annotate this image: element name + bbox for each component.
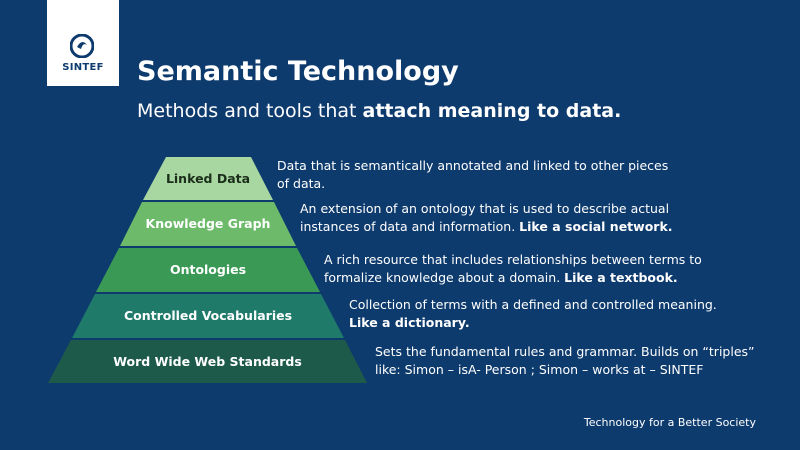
pyramid-level-description: Collection of terms with a defined and c… xyxy=(349,296,749,332)
page-subtitle: Methods and tools that attach meaning to… xyxy=(137,100,621,122)
description-text: Sets the fundamental rules and grammar. … xyxy=(375,344,755,377)
pyramid-level-description: Sets the fundamental rules and grammar. … xyxy=(375,343,775,379)
pyramid-level-5 xyxy=(48,340,367,383)
logo-brand-text: SINTEF xyxy=(62,62,104,73)
pyramid-level-label: Knowledge Graph xyxy=(145,216,271,231)
footer-tagline: Technology for a Better Society xyxy=(583,416,756,429)
description-analogy: Like a social network. xyxy=(519,219,673,234)
description-analogy: Like a textbook. xyxy=(564,270,678,285)
pyramid-level-label: Controlled Vocabularies xyxy=(123,308,293,323)
pyramid-level-description: Data that is semantically annotated and … xyxy=(277,157,677,193)
subtitle-plain: Methods and tools that xyxy=(137,100,363,122)
pyramid-level-4 xyxy=(72,294,344,338)
description-text: A rich resource that includes relationsh… xyxy=(324,252,702,285)
description-text: Data that is semantically annotated and … xyxy=(277,158,669,191)
description-text: Collection of terms with a defined and c… xyxy=(349,297,717,312)
pyramid-level-label: Linked Data xyxy=(165,170,251,186)
pyramid-level-label: Ontologies xyxy=(169,262,247,277)
pyramid-level-1 xyxy=(143,157,273,200)
pyramid-level-description: A rich resource that includes relationsh… xyxy=(324,251,724,287)
pyramid-level-description: An extension of an ontology that is used… xyxy=(300,200,700,236)
subtitle-bold: attach meaning to data. xyxy=(362,100,622,122)
pyramid-level-label: Word Wide Web Standards xyxy=(113,353,302,369)
pyramid-level-3 xyxy=(96,248,320,292)
sintef-logo-icon xyxy=(70,34,94,58)
description-analogy: Like a dictionary. xyxy=(349,315,470,330)
description-text: An extension of an ontology that is used… xyxy=(300,201,670,234)
page-title: Semantic Technology xyxy=(137,56,459,87)
pyramid-level-2 xyxy=(120,202,296,246)
sintef-logo: SINTEF xyxy=(47,0,119,86)
